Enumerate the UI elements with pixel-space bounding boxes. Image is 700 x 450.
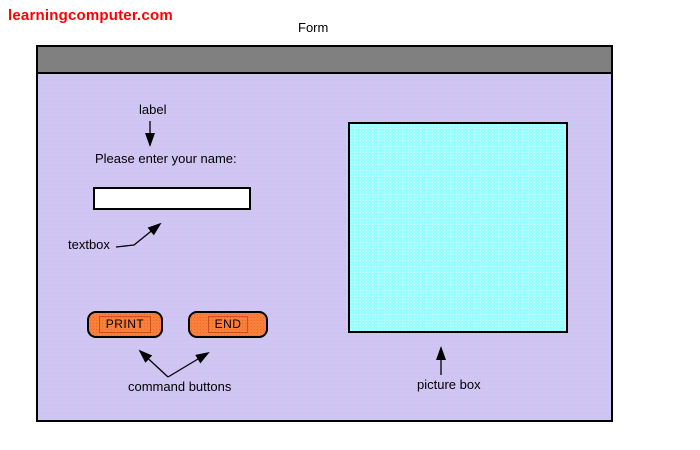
- name-prompt-label: Please enter your name:: [95, 151, 237, 166]
- annotation-picture-box: picture box: [417, 377, 481, 392]
- form-caption: Form: [298, 20, 329, 35]
- name-textbox[interactable]: [93, 187, 251, 210]
- annotation-command-buttons: command buttons: [128, 379, 232, 394]
- end-button-label: END: [207, 316, 249, 333]
- window-titlebar[interactable]: [38, 47, 611, 74]
- print-button-label: PRINT: [98, 316, 152, 333]
- picture-box[interactable]: [348, 122, 568, 333]
- annotation-label: label: [139, 102, 167, 117]
- form-window: label Please enter your name: PRINT END …: [36, 45, 613, 422]
- site-title: learningcomputer.com: [8, 7, 173, 24]
- annotation-textbox: textbox: [68, 237, 110, 252]
- print-button[interactable]: PRINT: [87, 311, 163, 338]
- end-button[interactable]: END: [188, 311, 268, 338]
